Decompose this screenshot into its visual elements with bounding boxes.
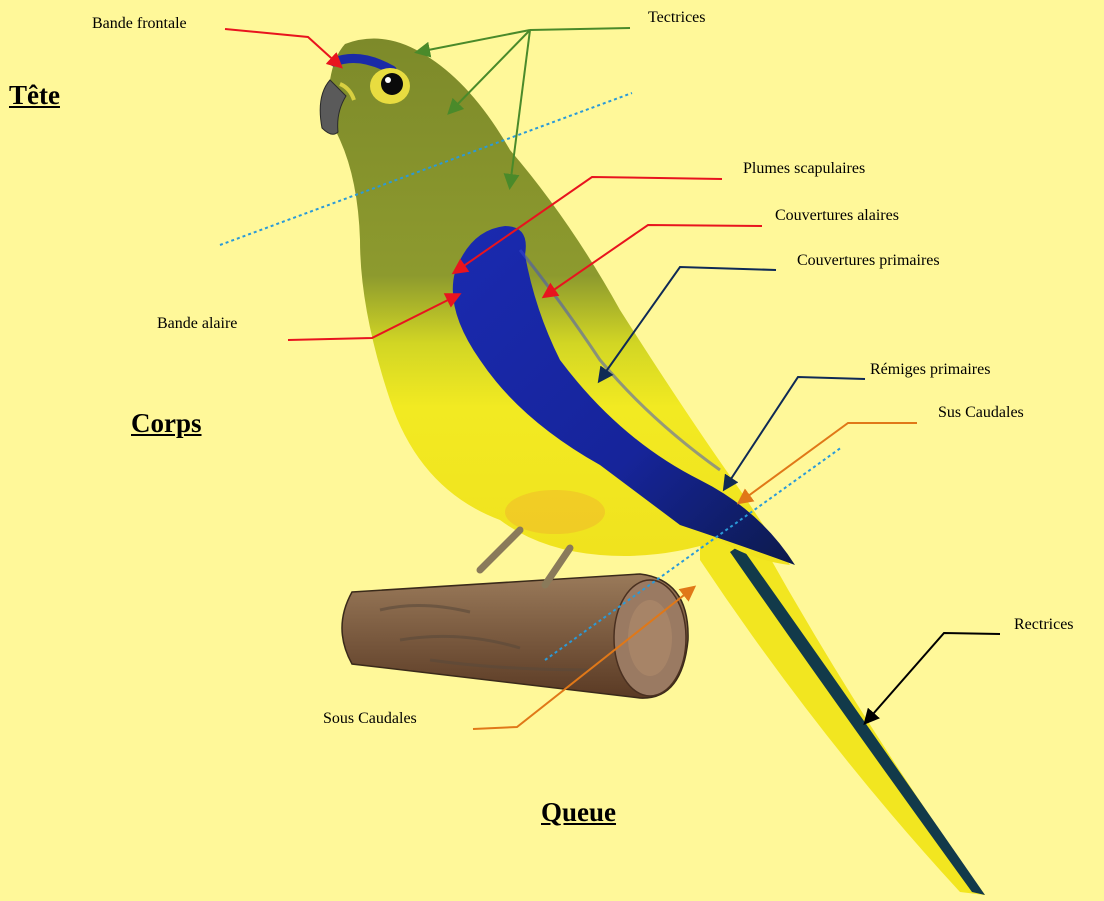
section-title-tail: Queue (541, 799, 616, 826)
label-bande-frontale: Bande frontale (92, 16, 187, 32)
leader-remiges-primaires (725, 377, 865, 488)
label-couvertures-primaires: Couvertures primaires (797, 253, 940, 269)
label-remiges-primaires: Rémiges primaires (870, 362, 990, 378)
leader-bande-alaire (288, 295, 458, 340)
body-tail-divider (545, 447, 842, 660)
leader-tectrices (418, 28, 630, 186)
leader-bande-frontale (225, 29, 340, 66)
leader-sous-caudales (473, 588, 693, 729)
section-title-body: Corps (131, 410, 202, 437)
leader-rectrices (866, 633, 1000, 722)
leader-couvertures-alaires (545, 225, 762, 296)
section-title-head: Tête (9, 82, 60, 109)
label-couvertures-alaires: Couvertures alaires (775, 208, 899, 224)
head-body-divider (220, 93, 632, 245)
leader-sus-caudales (740, 423, 917, 502)
label-plumes-scapulaires: Plumes scapulaires (743, 161, 865, 177)
label-sus-caudales: Sus Caudales (938, 405, 1024, 421)
label-bande-alaire: Bande alaire (157, 316, 237, 332)
label-sous-caudales: Sous Caudales (323, 711, 417, 727)
leader-couvertures-primaires (600, 267, 776, 380)
label-rectrices: Rectrices (1014, 617, 1074, 633)
label-tectrices: Tectrices (648, 10, 706, 26)
